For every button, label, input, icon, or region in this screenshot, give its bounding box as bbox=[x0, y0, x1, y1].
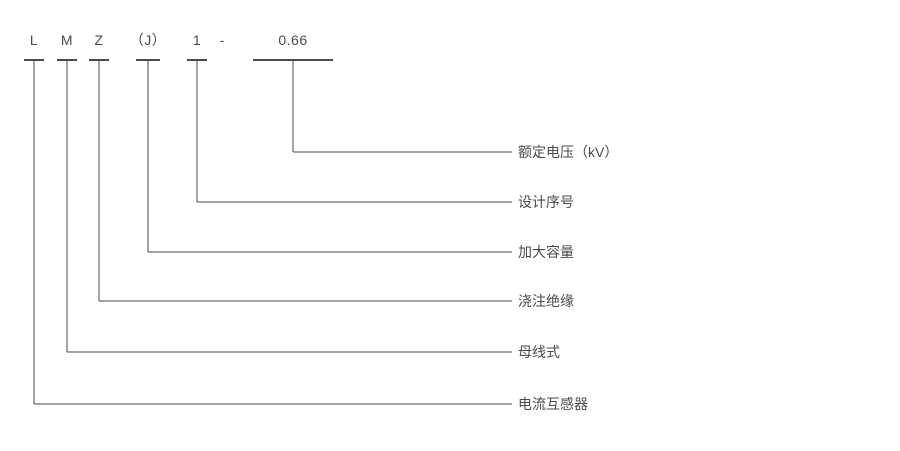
code-char-3: （J） bbox=[129, 32, 167, 48]
leader-line-group bbox=[33, 60, 512, 405]
code-char-1: M bbox=[60, 32, 74, 48]
code-separator: - bbox=[219, 32, 225, 48]
segment-label-2: 浇注绝缘 bbox=[518, 293, 574, 309]
segment-label-3: 加大容量 bbox=[518, 244, 574, 260]
segment-label-5: 额定电压（kV） bbox=[518, 144, 619, 160]
code-char-0: L bbox=[29, 32, 39, 48]
segment-label-4: 设计序号 bbox=[518, 194, 574, 210]
segment-label-0: 电流互感器 bbox=[518, 396, 588, 412]
code-char-2: Z bbox=[94, 32, 104, 48]
code-char-4: 1 bbox=[192, 32, 202, 48]
segment-label-1: 母线式 bbox=[518, 344, 560, 360]
code-char-5: 0.66 bbox=[278, 32, 308, 48]
